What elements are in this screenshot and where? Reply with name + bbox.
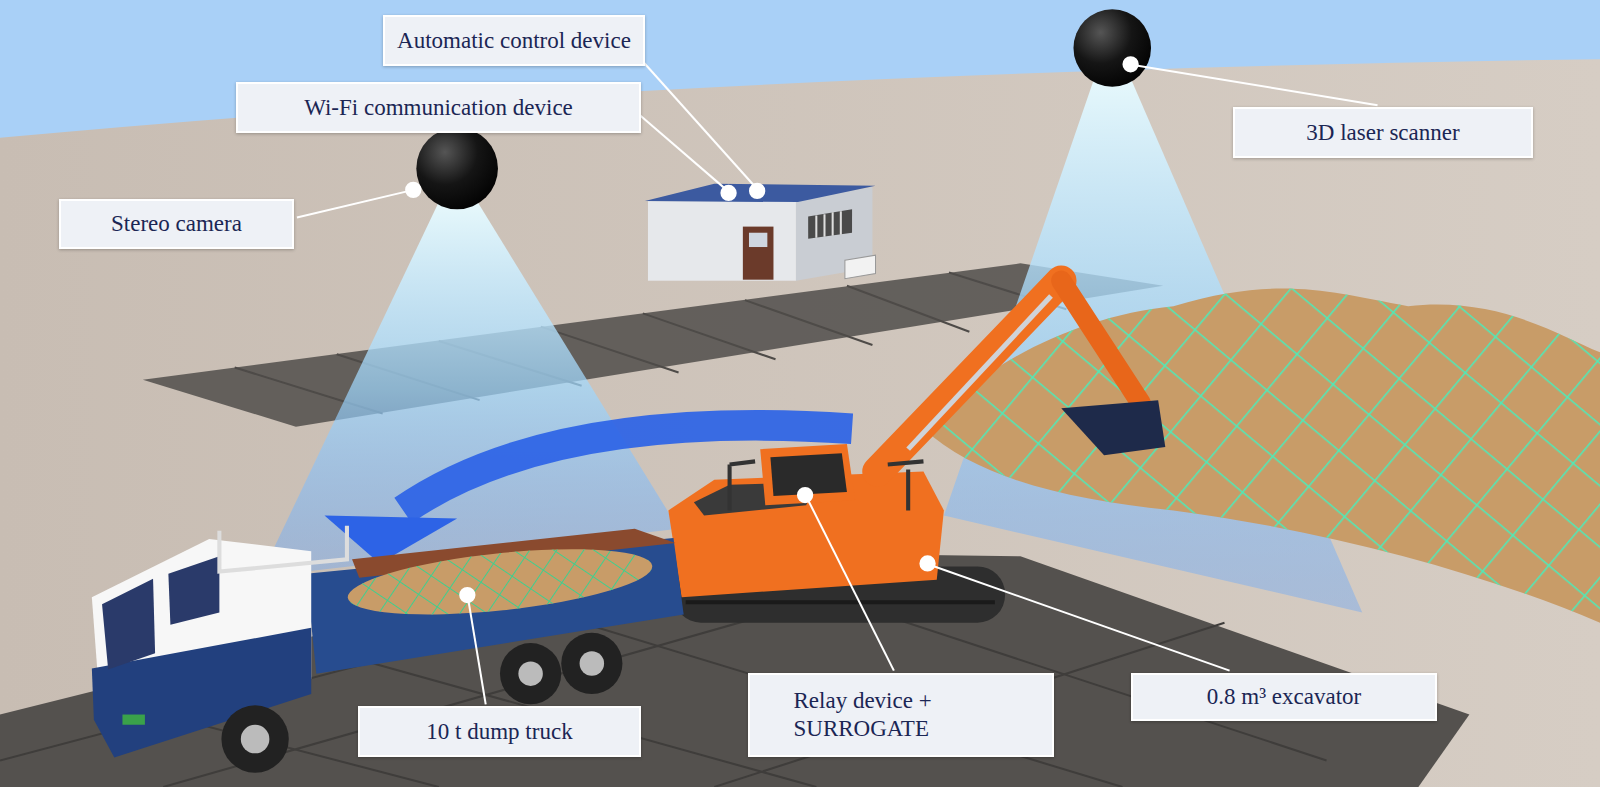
illustration-part: [750, 184, 764, 198]
illustration-part: [645, 184, 876, 281]
illustration-part: [721, 186, 735, 200]
illustration-part: [908, 296, 1051, 449]
illustration-part: [221, 705, 288, 772]
illustration-part: [168, 556, 219, 624]
illustration-part: [816, 211, 840, 238]
callout-label: Relay device + SURROGATE: [794, 687, 1009, 742]
illustration-part: [808, 209, 852, 239]
illustration-part: [730, 461, 924, 510]
illustration-part: [668, 472, 944, 598]
illustration-part: [645, 184, 876, 202]
illustration-part: [749, 233, 767, 247]
illustration-part: [468, 600, 485, 704]
illustration-part: [932, 565, 1230, 670]
callout-label: 0.8 m³ excavator: [1207, 683, 1361, 711]
callout-box: 10 t dump truck: [358, 706, 641, 757]
illustration-part: [460, 588, 474, 602]
illustration-part: [406, 183, 420, 197]
callout-box: Automatic control device: [383, 15, 645, 66]
illustration-part: [639, 114, 727, 190]
illustration-part: [798, 488, 812, 502]
illustration-part: [500, 643, 561, 704]
illustration-part: [668, 281, 1165, 623]
illustration-part: [260, 202, 678, 577]
illustration-part: [345, 537, 655, 626]
illustration-part: [580, 651, 604, 675]
illustration-part: [297, 57, 1378, 704]
callout-box: 0.8 m³ excavator: [1131, 673, 1437, 721]
callout-box: 3D laser scanner: [1233, 107, 1533, 158]
illustration-part: [1135, 65, 1378, 105]
illustration-part: [1061, 281, 1141, 403]
illustration-part: [648, 201, 796, 281]
illustration-part: [760, 444, 855, 505]
illustration-part: [122, 715, 144, 725]
illustration-part: [241, 725, 270, 754]
callout-label: Stereo camera: [111, 210, 242, 238]
callout-box: Wi-Fi communication device: [236, 82, 641, 133]
illustration-part: [878, 281, 1062, 472]
callout-box: Relay device + SURROGATE: [748, 673, 1054, 757]
illustration-part: [219, 526, 347, 572]
illustration-part: [808, 500, 894, 670]
illustration-part: [845, 255, 876, 278]
illustration-part: [1061, 400, 1165, 455]
illustration-part: [297, 191, 409, 218]
illustration-part: [641, 59, 755, 187]
callout-box: Stereo camera: [59, 199, 294, 249]
callout-label: 3D laser scanner: [1306, 119, 1459, 147]
illustration-part: [686, 600, 995, 604]
illustration-part: [1073, 9, 1151, 87]
illustration-part: [345, 537, 655, 626]
illustration-part: [518, 661, 542, 685]
illustration-part: [102, 579, 155, 670]
illustration-part: [416, 128, 498, 210]
callout-label: Wi-Fi communication device: [304, 94, 573, 122]
callout-label: Automatic control device: [397, 27, 631, 55]
illustration-part: [92, 526, 684, 773]
illustration-part: [0, 59, 1600, 787]
illustration-part: [561, 633, 622, 694]
illustration-part: [920, 556, 934, 570]
illustration-part: [743, 227, 774, 280]
callout-label: 10 t dump truck: [426, 718, 572, 746]
illustration-part: [1123, 57, 1137, 71]
